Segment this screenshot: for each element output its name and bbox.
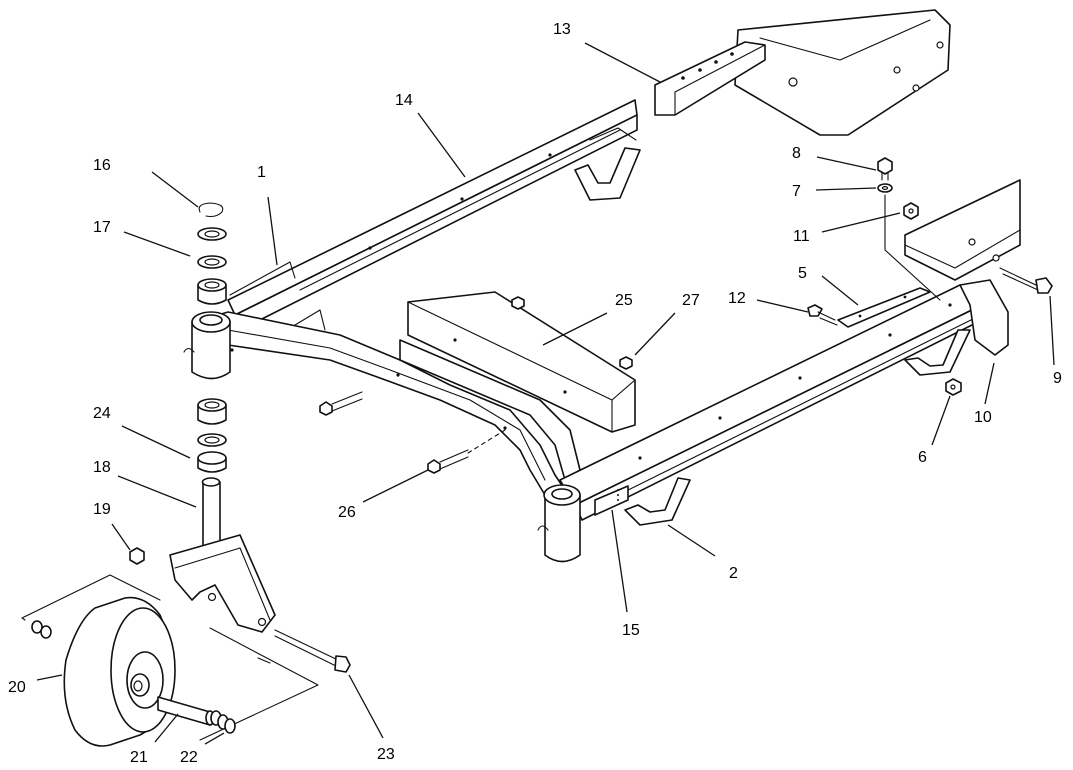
callout-19: 19	[93, 501, 111, 518]
callout-21: 21	[130, 749, 148, 766]
callout-9: 9	[1053, 370, 1062, 387]
nut-27	[511, 296, 633, 370]
bolt-23	[274, 629, 351, 673]
callout-22: 22	[180, 749, 198, 766]
callout-14: 14	[395, 92, 413, 109]
assembly-plane	[21, 574, 319, 741]
bracket-plate-13	[654, 9, 951, 136]
callout-25: 25	[615, 292, 633, 309]
wheel-20	[63, 596, 176, 747]
bolt-9	[999, 267, 1053, 294]
callout-11: 11	[793, 228, 810, 245]
bearing-stack-17	[197, 227, 227, 305]
cross-tube-25	[407, 291, 636, 433]
callout-20: 20	[8, 679, 26, 696]
callout-7: 7	[792, 183, 801, 200]
top-rail-14	[227, 99, 641, 331]
nut-19	[129, 547, 145, 565]
axle-21	[157, 696, 215, 726]
spindle-housing-left	[183, 311, 231, 380]
callout-6: 6	[918, 449, 927, 466]
end-plate-10	[904, 179, 1021, 356]
callout-13: 13	[553, 21, 571, 38]
callout-23: 23	[377, 746, 395, 763]
bolt-12	[807, 304, 838, 326]
callout-17: 17	[93, 219, 111, 236]
callout-5: 5	[798, 265, 807, 282]
bearing-stack-24	[197, 398, 227, 473]
assembly-plane-dash	[257, 657, 271, 664]
callout-10: 10	[974, 409, 992, 426]
bolt-8	[877, 157, 893, 181]
washer-set-left	[31, 620, 52, 639]
callout-15: 15	[622, 622, 640, 639]
callout-16: 16	[93, 157, 111, 174]
callout-24: 24	[93, 405, 111, 422]
callout-labels: 13 14 1 16 17 8 7 11 5 12 9 10 6 25 27 2…	[8, 21, 1062, 766]
callout-2: 2	[729, 565, 738, 582]
caster-fork	[169, 534, 276, 633]
nut-6	[945, 378, 962, 396]
spindle-housing-right	[537, 484, 581, 563]
callout-18: 18	[93, 459, 111, 476]
frame-right-rail	[559, 284, 983, 526]
plate-5	[837, 287, 931, 328]
leader-lines	[36, 42, 1055, 745]
bolt-26	[319, 391, 506, 474]
callout-27: 27	[682, 292, 700, 309]
callout-12: 12	[728, 290, 746, 307]
washer-7	[877, 183, 893, 193]
callout-26: 26	[338, 504, 356, 521]
nut-11	[903, 202, 919, 220]
callout-8: 8	[792, 145, 801, 162]
assembly-line-8	[884, 194, 941, 301]
callout-1: 1	[257, 164, 266, 181]
washer-set-22	[210, 710, 236, 734]
snap-ring-16	[198, 202, 224, 218]
